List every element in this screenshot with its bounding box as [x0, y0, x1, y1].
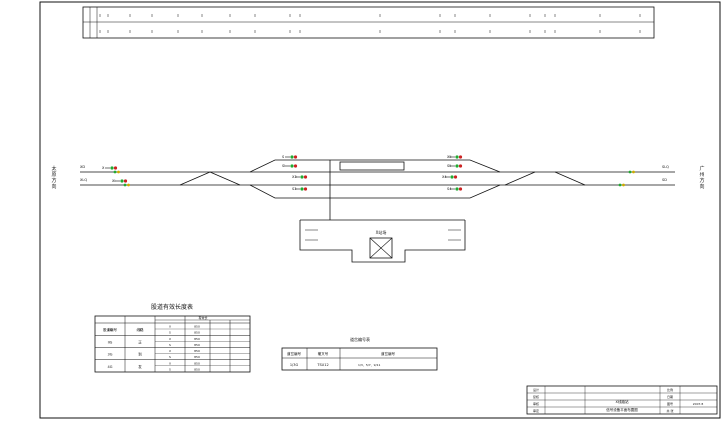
header-tick-marks	[99, 14, 641, 33]
len-dir: X	[169, 325, 171, 329]
title-field-1: 设计	[533, 387, 539, 392]
left-station-label: 太原方向	[51, 165, 56, 190]
len-dir: S	[169, 343, 171, 347]
len-value: 850	[194, 349, 200, 353]
right-station-label: 广州方向	[699, 165, 704, 190]
equip-r1: 1/3G	[290, 363, 299, 367]
right-track-label-1: SLQ	[662, 165, 669, 169]
len-track: 3G	[108, 353, 113, 357]
signal-label: XII	[447, 155, 451, 159]
equip-h3: 道岔编号	[381, 351, 395, 356]
equip-r2: TSU12	[316, 363, 328, 367]
signal-4: SI	[282, 164, 298, 168]
len-value: 850	[194, 331, 200, 335]
station-building	[299, 161, 466, 263]
signal-7: XII	[447, 155, 463, 159]
len-line: 到	[138, 352, 142, 357]
title-field-6: 日期	[667, 394, 673, 399]
signal-label: SI	[282, 164, 285, 168]
title-field-8: 共 张	[667, 408, 674, 413]
len-dir: S	[169, 367, 171, 371]
len-value: 850	[194, 343, 200, 347]
len-value: 850	[194, 337, 200, 341]
signal-label: S	[282, 155, 285, 159]
length-col-track: 股道编号	[103, 327, 117, 332]
len-dir: X	[169, 361, 171, 365]
signal-label: S4	[447, 187, 452, 191]
signal-8: SII	[447, 164, 463, 168]
drawing-name-2: 信号设备平面布置图	[606, 407, 638, 412]
len-value: 850	[194, 361, 200, 365]
left-track-label-1: XD	[80, 165, 85, 169]
title-field-4: 审定	[533, 408, 539, 413]
length-col-line: 线路	[137, 327, 144, 332]
distant-signal-2	[628, 170, 635, 174]
title-field-2: 复核	[533, 394, 539, 399]
signal-label: X	[102, 166, 105, 170]
len-track: IIG	[108, 340, 113, 344]
equipment-table: 道岔编号表	[281, 336, 438, 371]
length-col-len: 有效长	[198, 315, 207, 320]
signal-label: XI	[112, 179, 115, 183]
signal-9: X4	[442, 175, 458, 179]
signal-10: S4	[447, 187, 463, 191]
right-track-label-2: SD	[662, 178, 667, 182]
len-dir: X	[169, 349, 171, 353]
signal-5: X3	[292, 175, 308, 179]
signal-label: X4	[442, 175, 447, 179]
outer-frame	[39, 1, 721, 419]
len-line: Ⅱ	[139, 328, 141, 332]
signal-6: S3	[292, 187, 308, 191]
len-track: 4G	[108, 365, 113, 369]
distant-signal-4	[123, 183, 130, 187]
len-line: 正	[138, 340, 142, 344]
signal-2: XI	[112, 179, 128, 183]
len-value: 850	[194, 367, 200, 371]
len-dir: S	[169, 331, 171, 335]
signal-label: S3	[292, 187, 296, 191]
len-value: 850	[194, 325, 200, 329]
track-lines	[80, 159, 675, 220]
signal-label: SII	[447, 164, 451, 168]
signal-label: X3	[292, 175, 297, 179]
length-table: 股道有效长度表	[94, 303, 251, 373]
left-track-label-2: XLQ	[80, 178, 87, 182]
top-header-strip	[82, 6, 655, 39]
len-dir: X	[169, 337, 171, 341]
signal-1: X	[102, 166, 118, 170]
len-track: 1G	[108, 328, 113, 332]
yard-label: X站场	[376, 229, 387, 235]
len-line: 发	[138, 364, 142, 369]
equip-h1: 道岔编号	[287, 351, 301, 356]
title-field-3: 审核	[533, 401, 539, 406]
title-block	[526, 385, 718, 415]
distant-signal-1	[113, 170, 120, 174]
equip-h2: 辙叉号	[318, 351, 329, 356]
equip-r3: 1/3、5/7、9/11	[358, 363, 380, 367]
signal-3: S	[282, 155, 298, 159]
len-dir: S	[169, 355, 171, 359]
drawing-name-1: X线路站	[616, 399, 629, 404]
drawing-date: 2007.8	[693, 402, 704, 406]
len-value: 850	[194, 355, 200, 359]
title-field-7: 图号	[667, 401, 673, 406]
equip-table-title: 道岔编号表	[350, 336, 370, 342]
length-table-title: 股道有效长度表	[151, 303, 193, 311]
distant-signal-3	[618, 183, 625, 187]
title-field-5: 比例	[667, 387, 673, 392]
